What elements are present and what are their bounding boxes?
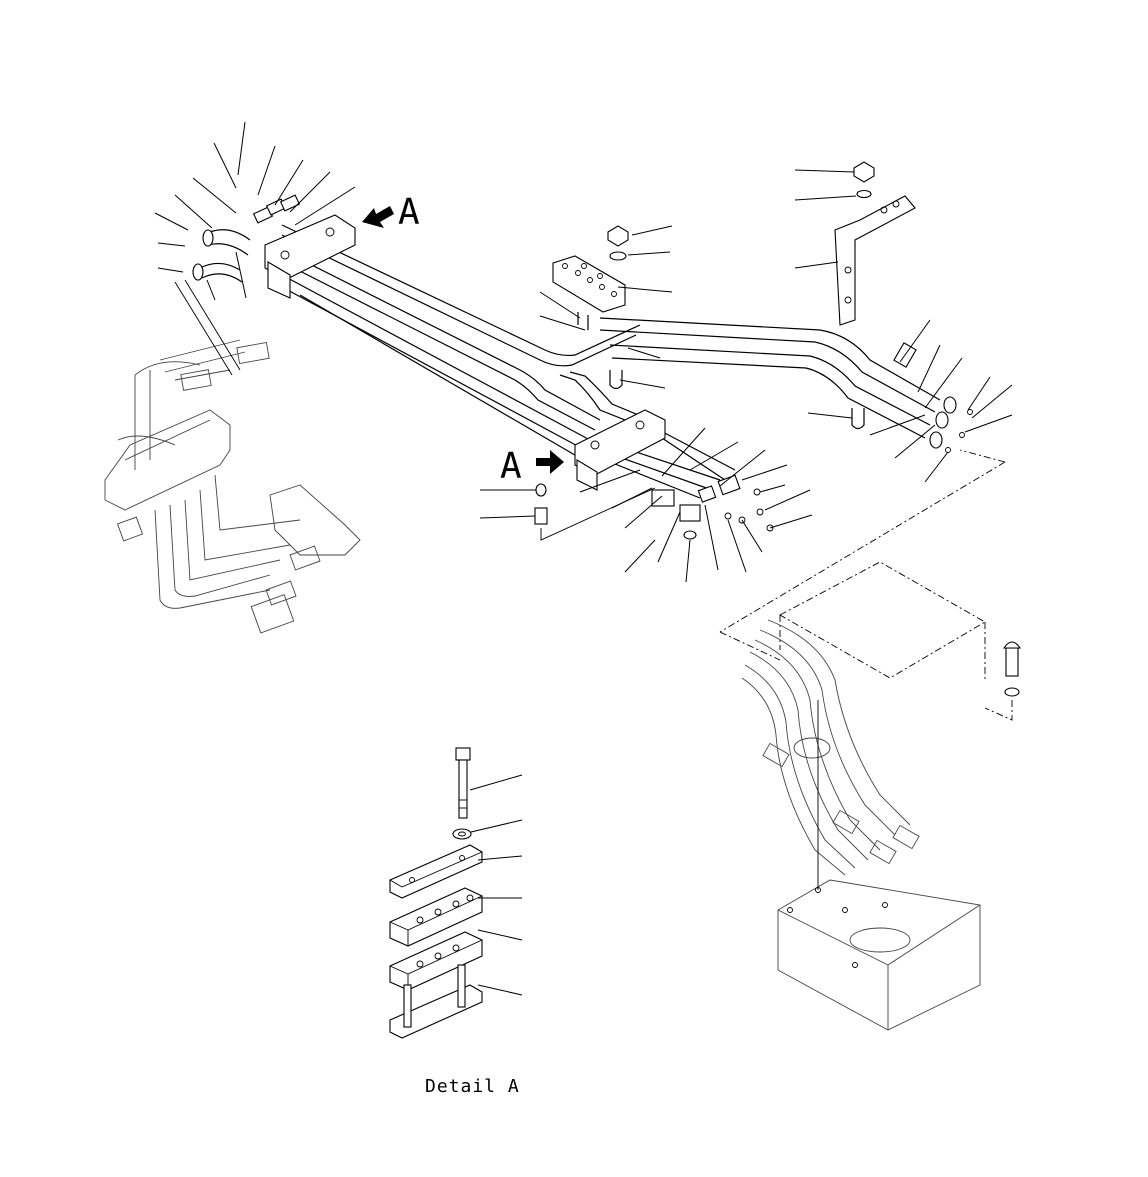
main-pipe-assembly: [281, 224, 941, 499]
left-end-fittings: [192, 194, 301, 283]
l-bracket: [834, 161, 916, 326]
tank-reference-view: [741, 561, 1022, 1031]
center-clamp-block: [574, 409, 666, 491]
loose-parts-left: [534, 483, 656, 541]
detail-a-caption: Detail A: [425, 1076, 520, 1097]
detail-a-exploded-clamp: Detail A: [389, 747, 523, 1097]
view-arrow-top: A: [362, 192, 420, 233]
view-marker-label-top: A: [398, 192, 420, 233]
left-clamp-block: [264, 214, 356, 299]
valve-reference-view: [104, 279, 361, 634]
center-fittings: [651, 474, 741, 540]
view-arrow-bottom: A: [500, 446, 564, 487]
clamp-plate: [552, 225, 629, 313]
leader-lines: [154, 121, 1013, 583]
dashed-connectors: [719, 449, 1006, 661]
loose-parts-right: [724, 488, 774, 532]
u-bolts: [577, 312, 865, 430]
view-marker-label-bottom: A: [500, 446, 522, 487]
